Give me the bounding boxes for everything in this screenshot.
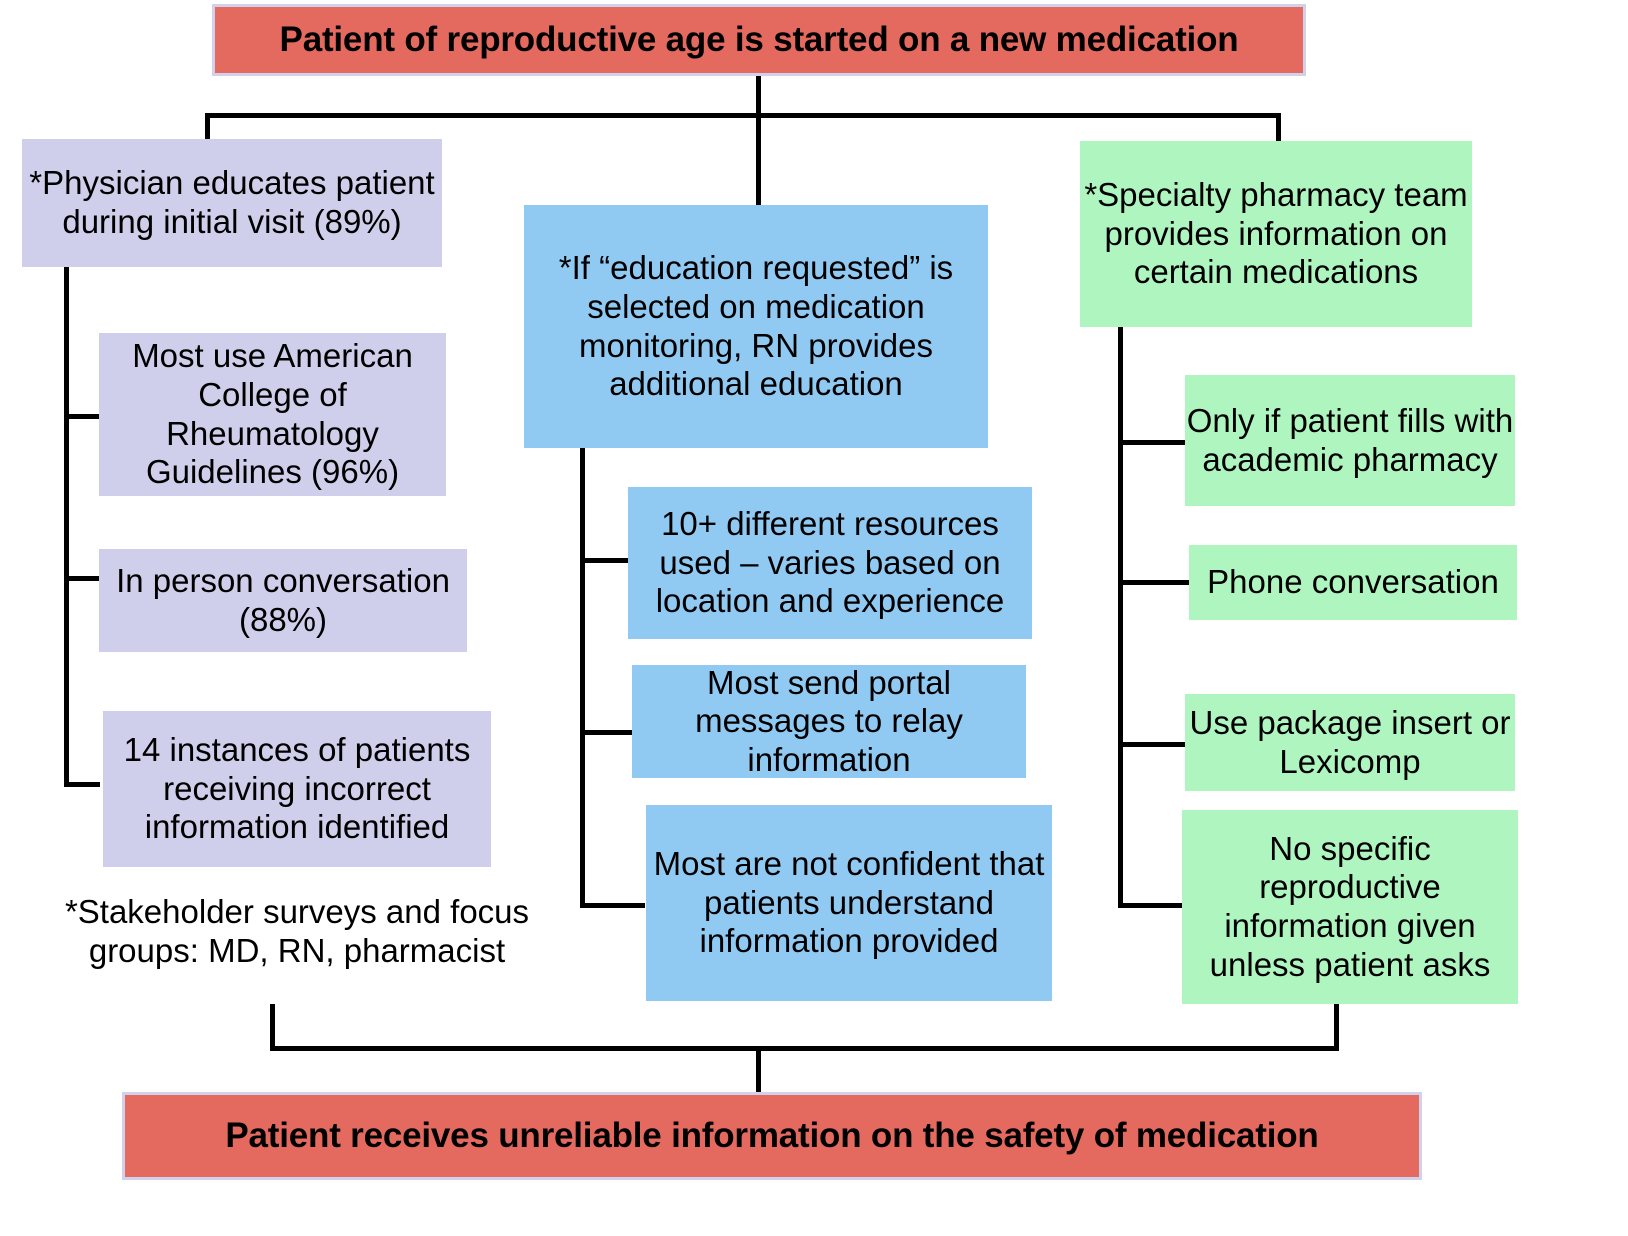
edge-top-stem xyxy=(756,76,761,118)
edge-top-to-physician xyxy=(205,113,210,147)
edge-pharmacy-stub-3 xyxy=(1118,742,1186,747)
physician-child-incorrect-info: 14 instances of patients receiving incor… xyxy=(103,711,491,867)
edge-nurse-stub-2 xyxy=(580,730,635,735)
edge-bottom-stem xyxy=(756,1046,761,1094)
edge-bottom-riser-right xyxy=(1334,1004,1339,1050)
edge-nurse-stub-1 xyxy=(580,558,630,563)
stakeholder-footnote: *Stakeholder surveys and focus groups: M… xyxy=(64,893,530,969)
edge-top-to-pharmacy xyxy=(1276,113,1281,143)
physician-child-in-person: In person conversation (88%) xyxy=(99,549,467,652)
edge-physician-stub-3 xyxy=(64,782,100,787)
bottom-terminal-node: Patient receives unreliable information … xyxy=(122,1092,1422,1180)
edge-physician-stub-2 xyxy=(64,576,100,581)
edge-nurse-spine xyxy=(580,448,585,908)
nurse-child-portal-messages: Most send portal messages to relay infor… xyxy=(632,664,1026,778)
edge-pharmacy-stub-4 xyxy=(1118,903,1186,908)
pharmacy-child-package-insert: Use package insert or Lexicomp xyxy=(1185,694,1515,791)
nurse-branch-head: *If “education requested” is selected on… xyxy=(524,205,988,448)
pharmacy-child-phone: Phone conversation xyxy=(1189,545,1517,620)
edge-nurse-stub-3 xyxy=(580,903,645,908)
edge-physician-spine xyxy=(64,267,69,787)
edge-pharmacy-stub-1 xyxy=(1118,440,1186,445)
pharmacy-branch-head: *Specialty pharmacy team provides inform… xyxy=(1080,141,1472,327)
edge-bottom-bus xyxy=(270,1046,1339,1051)
pharmacy-child-no-repro-info: No specific reproductive information giv… xyxy=(1182,810,1518,1004)
edge-top-to-nurse xyxy=(756,113,761,205)
nurse-child-resources: 10+ different resources used – varies ba… xyxy=(628,487,1032,639)
physician-branch-head: *Physician educates patient during initi… xyxy=(22,139,442,267)
nurse-child-not-confident: Most are not confident that patients und… xyxy=(646,805,1052,1001)
edge-top-bus xyxy=(205,113,1281,118)
edge-bottom-riser-left xyxy=(270,1004,275,1050)
edge-pharmacy-stub-2 xyxy=(1118,580,1190,585)
pharmacy-child-academic-fill: Only if patient fills with academic phar… xyxy=(1185,375,1515,506)
edge-pharmacy-spine xyxy=(1118,327,1123,907)
top-terminal-node: Patient of reproductive age is started o… xyxy=(212,4,1306,76)
edge-physician-stub-1 xyxy=(64,414,100,419)
physician-child-guidelines: Most use American College of Rheumatolog… xyxy=(99,333,446,496)
